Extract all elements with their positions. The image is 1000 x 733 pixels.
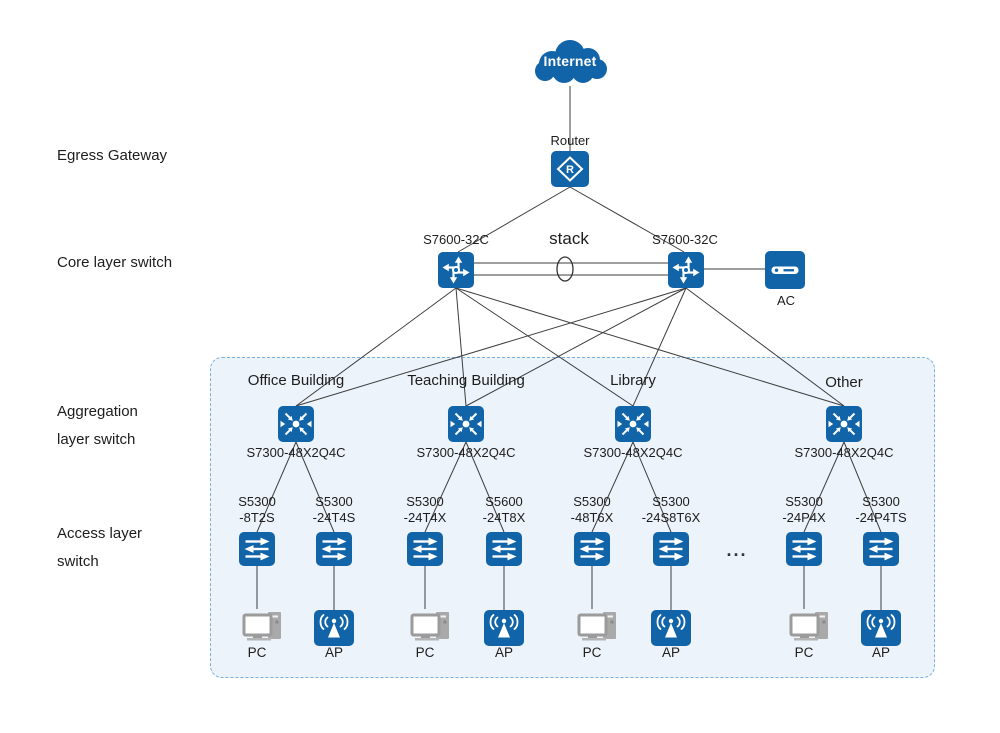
ap-icon-2 — [484, 610, 524, 646]
access-switch-icon-7 — [786, 532, 822, 566]
tier-label-core-layer: Core layer switch — [57, 254, 173, 271]
aggregation-switch-icon-teaching — [448, 406, 484, 442]
tier-label-access-line1: Access layer — [57, 525, 143, 542]
access-switch-icon-5 — [574, 532, 610, 566]
internet-label: Internet — [543, 53, 597, 69]
access-switch-icon-8 — [863, 532, 899, 566]
aggregation-switch-icon-other — [826, 406, 862, 442]
access-model-label-5: S5300-48T6X — [570, 494, 614, 525]
tier-label-aggregation-line2: layer switch — [57, 431, 136, 448]
device-label-1: PC — [247, 645, 267, 660]
aggregation-model-label-office: S7300-48X2Q4C — [246, 445, 346, 460]
access-model-label-3: S5300-24T4X — [403, 494, 447, 525]
building-label-teaching: Teaching Building — [407, 372, 525, 389]
access-switch-icon-3 — [407, 532, 443, 566]
device-label-7: PC — [794, 645, 814, 660]
ac-icon — [765, 251, 805, 289]
device-label-2: AP — [324, 645, 344, 660]
router-label: Router — [550, 133, 590, 148]
access-switch-icon-6 — [653, 532, 689, 566]
aggregation-switch-icon-office — [278, 406, 314, 442]
access-model-label-1: S5300-8T2S — [238, 494, 276, 525]
pc-icon-4 — [788, 609, 832, 647]
ap-icon-3 — [651, 610, 691, 646]
tier-label-egress-gateway: Egress Gateway — [57, 147, 168, 164]
device-label-8: AP — [871, 645, 891, 660]
access-switch-icon-4 — [486, 532, 522, 566]
aggregation-model-label-teaching: S7300-48X2Q4C — [416, 445, 516, 460]
access-switch-icon-2 — [316, 532, 352, 566]
device-label-5: PC — [582, 645, 602, 660]
router-icon — [551, 151, 589, 187]
core-switch-left-icon — [438, 252, 474, 288]
core-switch-right-model-label: S7600-32C — [652, 232, 718, 247]
device-label-3: PC — [415, 645, 435, 660]
ellipsis-label: ... — [726, 540, 748, 560]
core-switch-right-icon — [668, 252, 704, 288]
core-switch-left-model-label: S7600-32C — [423, 232, 489, 247]
access-model-label-4: S5600-24T8X — [482, 494, 526, 525]
access-model-label-7: S5300-24P4X — [782, 494, 826, 525]
stack-label: stack — [549, 229, 589, 248]
tier-label-aggregation-line1: Aggregation — [57, 403, 138, 420]
ap-icon-1 — [314, 610, 354, 646]
stack-ring-icon — [556, 256, 574, 282]
pc-icon-3 — [576, 609, 620, 647]
building-label-library: Library — [610, 372, 656, 389]
building-label-other: Other — [825, 374, 863, 391]
aggregation-switch-icon-library — [615, 406, 651, 442]
ac-label: AC — [776, 293, 796, 308]
access-model-label-6: S5300-24S8T6X — [641, 494, 701, 525]
aggregation-model-label-other: S7300-48X2Q4C — [794, 445, 894, 460]
pc-icon-1 — [241, 609, 285, 647]
device-label-6: AP — [661, 645, 681, 660]
tier-label-access-line2: switch — [57, 553, 99, 570]
ap-icon-4 — [861, 610, 901, 646]
building-label-office: Office Building — [247, 372, 345, 389]
aggregation-model-label-library: S7300-48X2Q4C — [583, 445, 683, 460]
access-switch-icon-1 — [239, 532, 275, 566]
access-model-label-8: S5300-24P4TS — [855, 494, 907, 525]
pc-icon-2 — [409, 609, 453, 647]
internet-node: Internet — [528, 34, 612, 86]
access-model-label-2: S5300-24T4S — [312, 494, 356, 525]
device-label-4: AP — [494, 645, 514, 660]
